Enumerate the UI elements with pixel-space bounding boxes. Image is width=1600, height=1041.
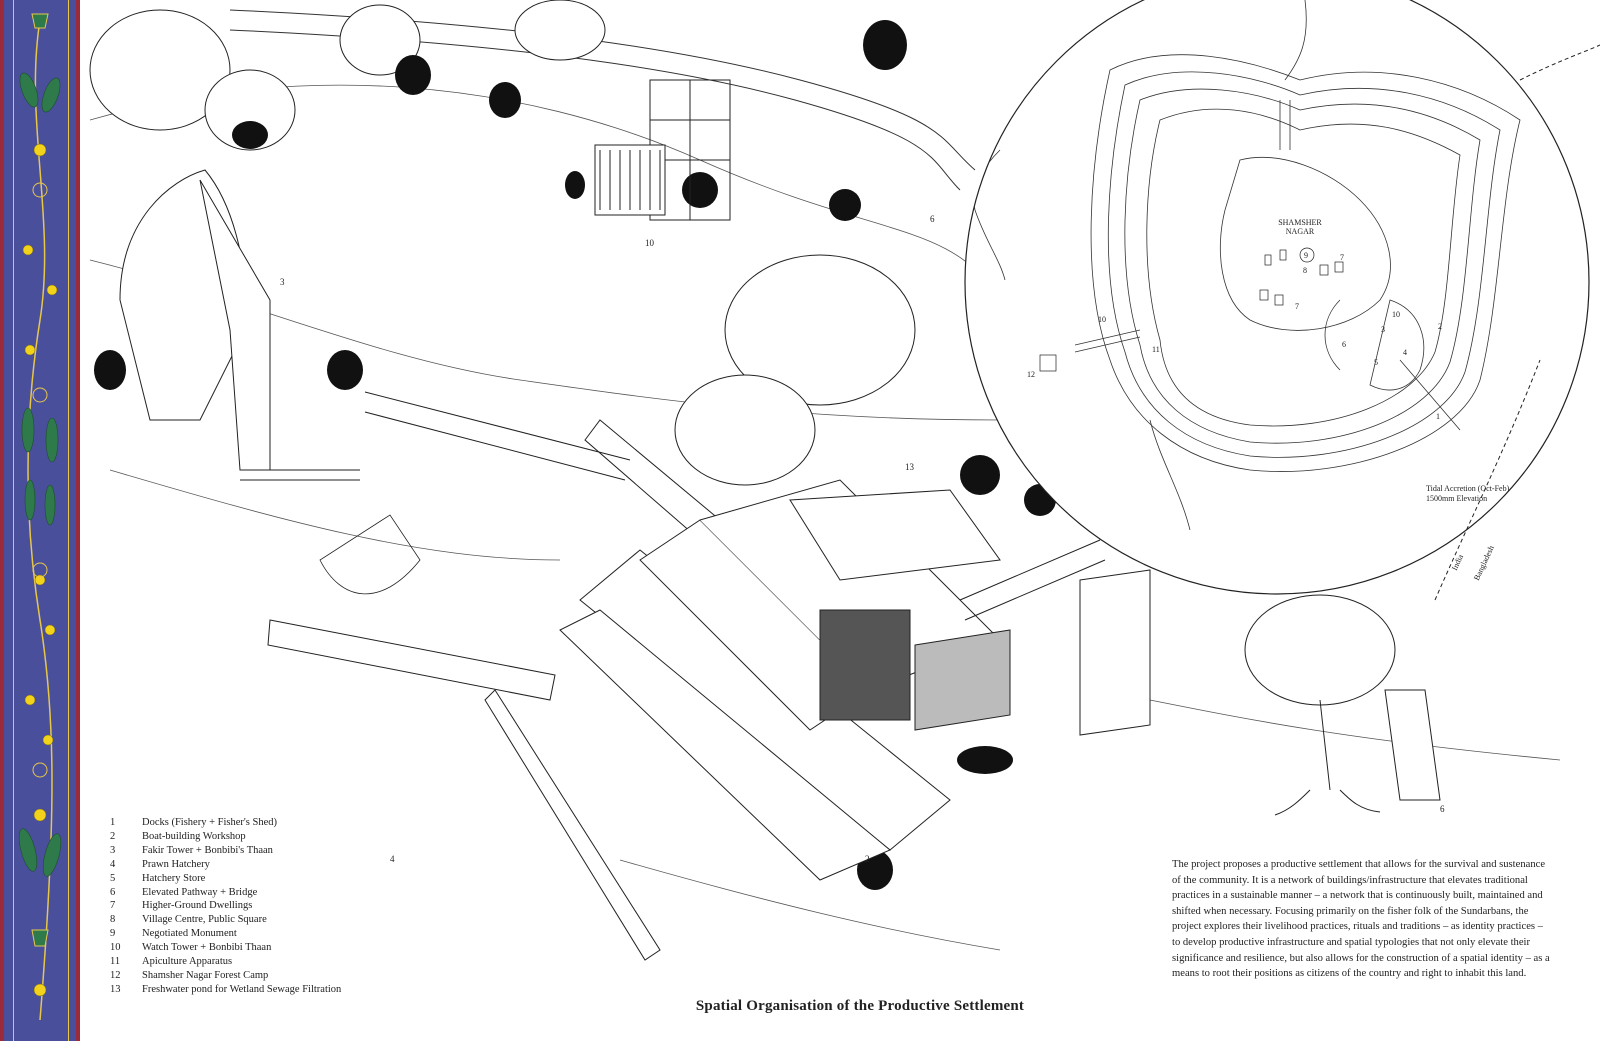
legend-number: 13 [110, 983, 121, 995]
legend-text: Boat-building Workshop [142, 830, 246, 842]
map-number: 10 [1098, 315, 1106, 324]
legend-number: 9 [110, 928, 116, 940]
legend-item: 10 Watch Tower + Bonbibi Thaan [110, 941, 370, 955]
map-number: 12 [1027, 370, 1035, 379]
legend-text: Village Centre, Public Square [142, 914, 267, 926]
legend-number: 5 [110, 872, 116, 884]
map-number: 1 [1436, 412, 1440, 421]
map-place-name: SHAMSHER NAGAR [1278, 218, 1322, 236]
drawing-number: 6 [1440, 804, 1445, 814]
legend-item: 2 Boat-building Workshop [110, 830, 370, 844]
project-description: The project proposes a productive settle… [1172, 859, 1550, 980]
tidal-note-1: Tidal Accretion (Oct-Feb) [1426, 484, 1510, 493]
drawing-caption: Spatial Organisation of the Productive S… [695, 998, 1025, 1014]
tree-cluster [89, 0, 916, 486]
legend-text: Shamsher Nagar Forest Camp [142, 969, 269, 981]
legend-text: Elevated Pathway + Bridge [142, 886, 258, 898]
fakir-tower [119, 169, 360, 481]
drawing-number: 3 [280, 277, 285, 287]
legend-text: Apiculture Apparatus [142, 956, 233, 968]
map-number: 7 [1295, 302, 1299, 311]
legend-text: Hatchery Store [142, 872, 206, 884]
legend-text: Higher-Ground Dwellings [142, 900, 253, 912]
legend-item: 1 Docks (Fishery + Fisher's Shed) [110, 816, 370, 830]
legend-text: Freshwater pond for Wetland Sewage Filtr… [142, 983, 342, 995]
map-number: 4 [1403, 348, 1407, 357]
urn-bottom-icon [31, 929, 49, 947]
legend-text: Docks (Fishery + Fisher's Shed) [142, 817, 277, 828]
legend-item: 4 Prawn Hatchery [110, 858, 370, 872]
legend-number: 8 [110, 914, 116, 926]
legend-number: 4 [110, 858, 116, 870]
legend-item: 9 Negotiated Monument [110, 927, 370, 941]
map-number: 10 [1392, 310, 1400, 319]
flower-ornaments [22, 143, 58, 997]
map-number: 8 [1303, 266, 1307, 275]
drawing-number: 6 [930, 214, 935, 224]
watch-tower [594, 79, 731, 221]
drawing-number: 4 [390, 854, 395, 864]
legend-item: 5 Hatchery Store [110, 872, 370, 886]
fishing-net [319, 514, 421, 595]
fish-fences [267, 619, 661, 961]
ornamental-border [0, 0, 80, 1041]
map-number: 6 [1342, 340, 1346, 349]
drawing-numbers: 2 3 4 6 6 10 13 [280, 214, 1445, 864]
mangrove-tree [1244, 594, 1441, 816]
map-number: 7 [1340, 253, 1344, 262]
legend-number: 1 [110, 817, 116, 828]
map-number: 5 [1374, 358, 1378, 367]
tidal-note-2: 1500mm Elevation [1426, 494, 1488, 503]
drawing-number: 2 [865, 854, 870, 864]
boat-building-workshop [559, 479, 1001, 881]
legend-text: Prawn Hatchery [142, 858, 210, 870]
ornamental-border-inner [13, 0, 69, 1041]
legend-item: 7 Higher-Ground Dwellings [110, 899, 370, 913]
legend-item: 8 Village Centre, Public Square [110, 913, 370, 927]
legend-number: 10 [110, 942, 121, 954]
vine-ornament [18, 13, 62, 1021]
legend-text: Negotiated Monument [142, 928, 237, 940]
legend-number: 11 [110, 956, 121, 968]
legend-item: 11 Apiculture Apparatus [110, 955, 370, 969]
drawing-number: 10 [645, 238, 655, 248]
legend-number: 12 [110, 969, 121, 981]
legend-number: 2 [110, 830, 116, 842]
legend-item: 12 Shamsher Nagar Forest Camp [110, 969, 370, 983]
legend-item: 3 Fakir Tower + Bonbibi's Thaan [110, 844, 370, 858]
legend-number: 7 [110, 900, 116, 912]
urn-top-icon [31, 13, 49, 29]
map-number: 3 [1381, 325, 1385, 334]
drawing-number: 13 [905, 462, 915, 472]
map-number: 9 [1304, 251, 1308, 260]
legend-number: 3 [110, 844, 116, 856]
legend-text: Fakir Tower + Bonbibi's Thaan [142, 844, 273, 856]
legend-item: 6 Elevated Pathway + Bridge [110, 886, 370, 900]
legend-number: 6 [110, 886, 116, 898]
map-buildings [1039, 247, 1344, 372]
map-number: 11 [1152, 345, 1160, 354]
legend-item: 13 Freshwater pond for Wetland Sewage Fil… [110, 983, 370, 997]
prawn-hatchery [789, 489, 1151, 736]
legend-text: Watch Tower + Bonbibi Thaan [142, 942, 272, 954]
legend: 1 Docks (Fishery + Fisher's Shed) 2 Boat-b… [110, 816, 370, 997]
map-number: 2 [1438, 322, 1442, 331]
